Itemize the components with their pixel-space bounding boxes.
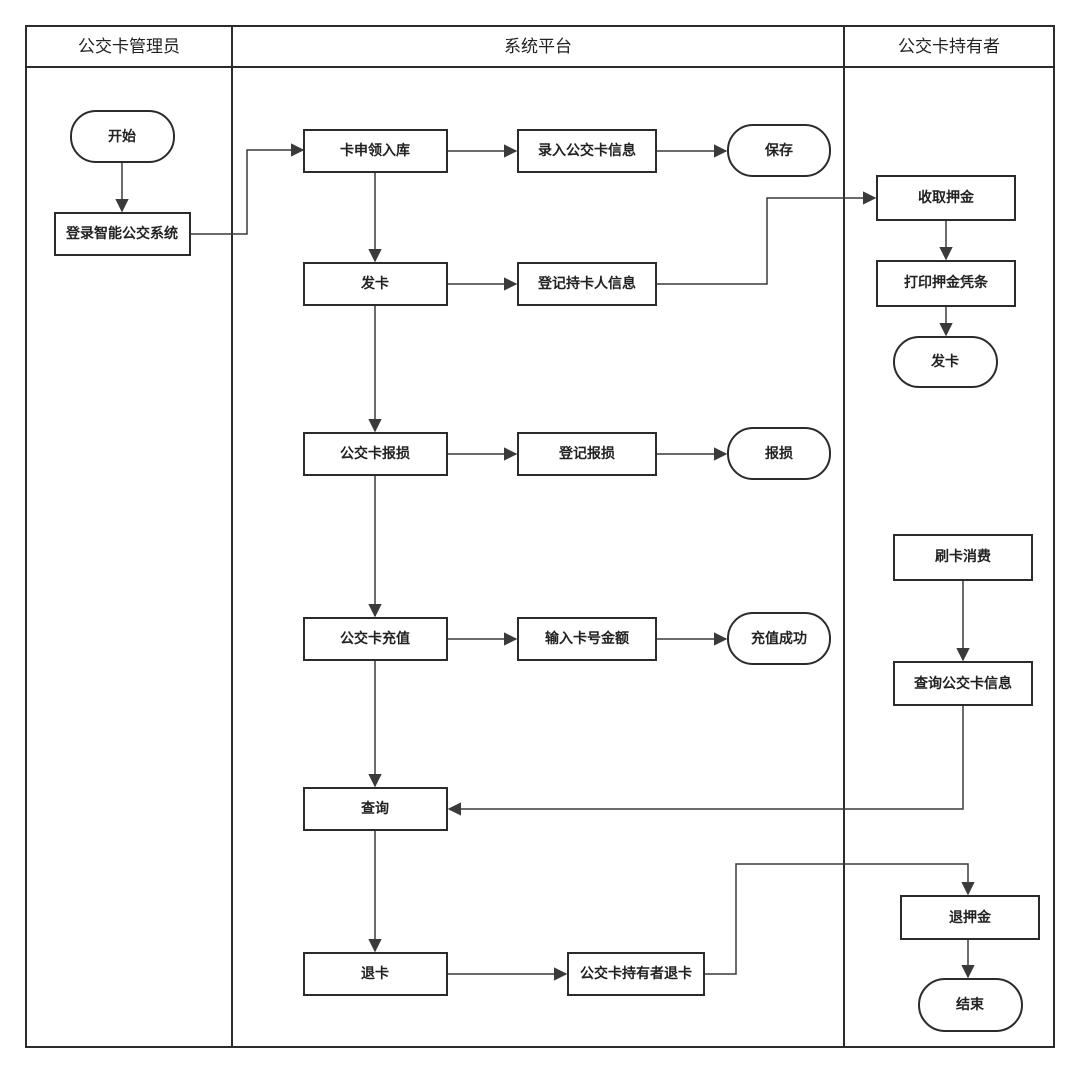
node-issue-end-label: 发卡: [930, 353, 959, 370]
node-recharge: 公交卡充值: [303, 617, 448, 661]
node-query-label: 查询: [361, 800, 389, 817]
node-holder-return-label: 公交卡持有者退卡: [580, 965, 692, 982]
connectors: [115, 143, 975, 981]
edge-login-apply: [190, 143, 305, 235]
lane-title-holder: 公交卡持有者: [898, 37, 1000, 57]
node-query-info: 查询公交卡信息: [893, 661, 1033, 706]
node-query: 查询: [303, 787, 448, 831]
node-collect-deposit-label: 收取押金: [918, 189, 975, 206]
lane-frame: [25, 25, 1055, 1048]
node-loss-end-label: 报损: [765, 445, 793, 462]
node-refund-deposit-label: 退押金: [949, 909, 992, 926]
node-save: 保存: [727, 124, 831, 177]
node-input-amount-label: 输入卡号金额: [545, 630, 629, 647]
edge-holderreturn-refund: [704, 863, 975, 975]
node-start-label: 开始: [108, 128, 136, 145]
node-refund-deposit: 退押金: [900, 895, 1040, 940]
node-end-label: 结束: [956, 996, 985, 1013]
node-enter-info: 录入公交卡信息: [517, 129, 657, 173]
edge-register-collect: [656, 191, 877, 285]
node-register-loss-label: 登记报损: [558, 445, 615, 462]
node-print-receipt-label: 打印押金凭条: [904, 274, 989, 291]
node-return-card: 退卡: [303, 952, 448, 996]
node-recharge-ok: 充值成功: [727, 612, 831, 665]
node-login: 登录智能公交系统: [54, 212, 191, 256]
node-swipe-label: 刷卡消费: [935, 548, 991, 565]
node-return-card-label: 退卡: [361, 965, 389, 982]
node-issue-label: 发卡: [360, 275, 389, 292]
node-recharge-ok-label: 充值成功: [751, 630, 807, 647]
node-issue: 发卡: [303, 262, 448, 306]
lane-title-platform: 系统平台: [504, 37, 572, 57]
node-input-amount: 输入卡号金额: [517, 617, 657, 661]
node-query-info-label: 查询公交卡信息: [914, 675, 1012, 692]
node-issue-end: 发卡: [893, 336, 998, 388]
node-report-loss: 公交卡报损: [303, 432, 448, 476]
node-enter-info-label: 录入公交卡信息: [538, 142, 636, 159]
node-register-loss: 登记报损: [517, 432, 657, 476]
node-recharge-label: 公交卡充值: [340, 630, 410, 647]
node-card-apply: 卡申领入库: [303, 129, 448, 173]
node-register-holder-label: 登记持卡人信息: [537, 275, 636, 292]
node-login-label: 登录智能公交系统: [65, 225, 178, 242]
node-card-apply-label: 卡申领入库: [340, 142, 410, 159]
node-collect-deposit: 收取押金: [876, 175, 1016, 221]
node-save-label: 保存: [764, 142, 793, 159]
node-holder-return: 公交卡持有者退卡: [567, 952, 705, 996]
edge-queryinfo-query: [447, 705, 964, 816]
node-swipe: 刷卡消费: [893, 534, 1033, 581]
node-report-loss-label: 公交卡报损: [340, 445, 410, 462]
node-print-receipt: 打印押金凭条: [876, 260, 1016, 307]
node-end: 结束: [918, 978, 1023, 1032]
node-loss-end: 报损: [727, 427, 831, 480]
lane-title-admin: 公交卡管理员: [78, 37, 180, 57]
node-register-holder: 登记持卡人信息: [517, 262, 657, 306]
node-start: 开始: [70, 110, 175, 163]
